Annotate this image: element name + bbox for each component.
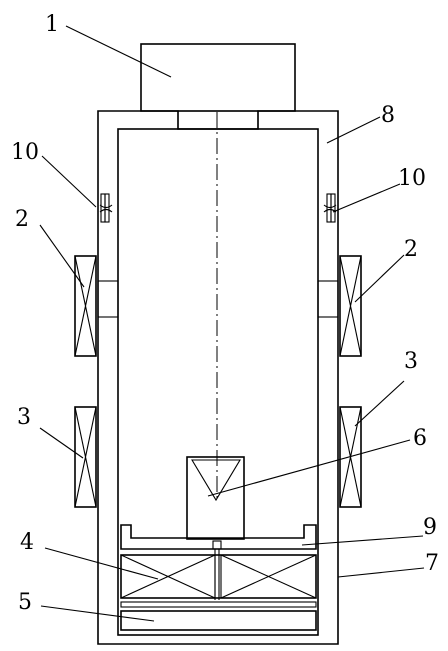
label-4: 4 (20, 530, 34, 555)
label-2-right: 2 (404, 237, 418, 262)
part-labels: 1 8 10 10 2 2 3 3 6 4 9 7 5 (11, 12, 439, 615)
dark-band-left (97, 280, 119, 318)
label-10-left: 10 (11, 140, 39, 165)
label-2-left: 2 (15, 207, 29, 232)
shaft-block (212, 540, 222, 550)
leader-lines (39, 25, 425, 622)
label-7: 7 (425, 551, 439, 576)
chamber-wall (97, 110, 339, 645)
top-unit (140, 43, 296, 130)
label-8: 8 (381, 103, 395, 128)
coil-upper-left (74, 255, 97, 357)
label-3-right: 3 (404, 349, 418, 374)
coil-upper-right (339, 255, 362, 357)
valve-left (99, 193, 113, 223)
dark-band-right (317, 280, 339, 318)
label-5: 5 (18, 590, 32, 615)
label-10-right: 10 (398, 166, 426, 191)
bottom-heater (120, 554, 317, 599)
crucible (186, 456, 245, 540)
label-6: 6 (413, 426, 427, 451)
valve-right (323, 193, 337, 223)
coil-lower-left (74, 406, 97, 508)
label-3-left: 3 (17, 405, 31, 430)
tray (120, 524, 317, 550)
label-9: 9 (423, 515, 437, 540)
base-plate (120, 610, 317, 631)
thin-plate (120, 601, 317, 608)
label-1: 1 (45, 12, 59, 37)
